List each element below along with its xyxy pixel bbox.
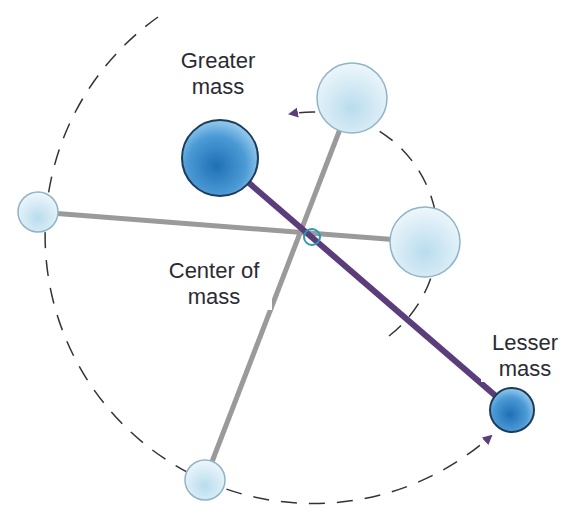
greater-mass (182, 120, 258, 196)
earlier-lesser-mass (18, 192, 58, 232)
lesser-mass (490, 388, 534, 432)
earlier-lesser-mass (185, 460, 225, 500)
earlier-greater-mass (390, 207, 460, 277)
greater-mass-label: Greater mass (166, 48, 270, 100)
center-of-mass-marker (304, 229, 320, 245)
center-of-mass-label: Center of mass (156, 258, 272, 310)
outer-orbit (45, 17, 491, 504)
earlier-rod (38, 212, 425, 242)
lesser-mass-label: Lesser mass (481, 330, 569, 382)
earlier-greater-mass (317, 63, 387, 133)
